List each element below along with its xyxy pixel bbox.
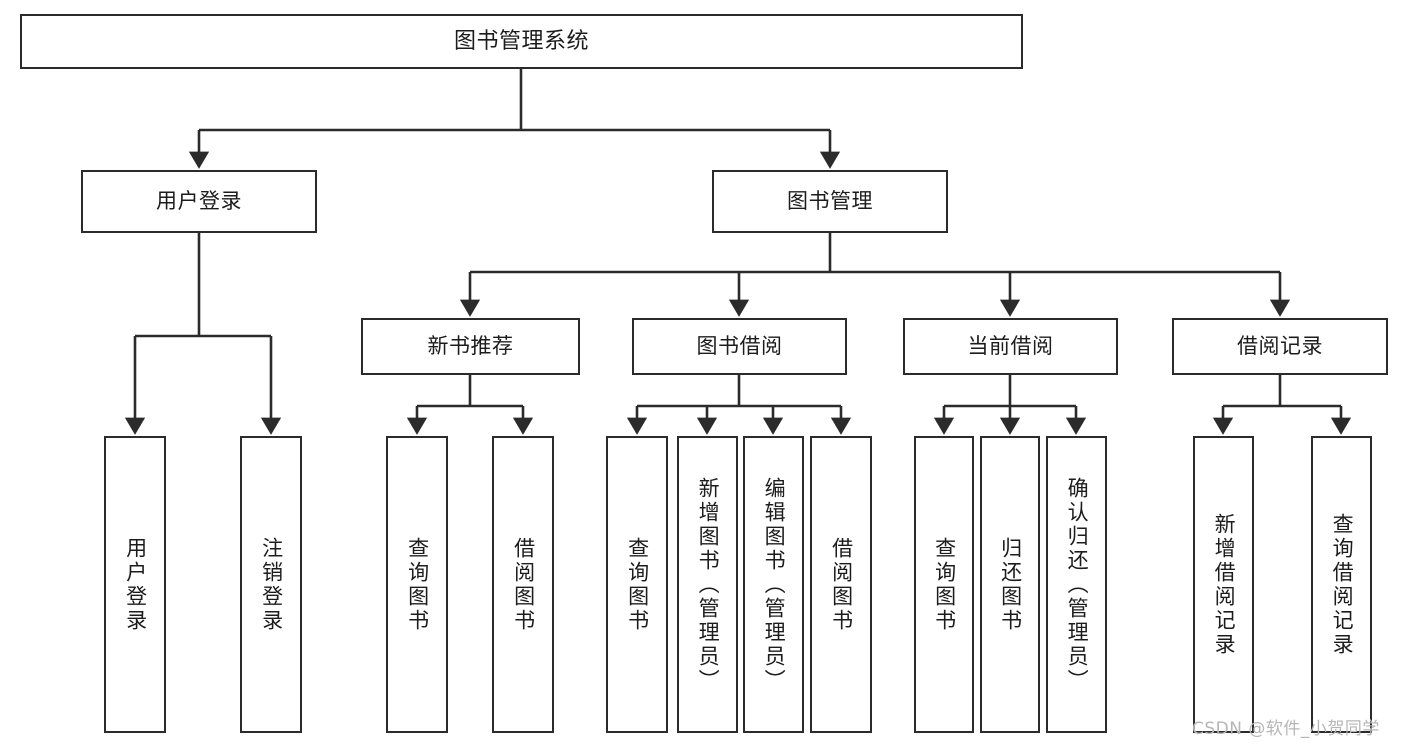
node-label: 借阅图书 (511, 536, 536, 633)
node-label: 归还图书 (998, 536, 1023, 633)
leaf-add-book-admin[interactable]: 新增图书（管理员） (677, 436, 738, 733)
node-book-manage[interactable]: 图书管理 (712, 170, 948, 233)
node-new-book-recommend[interactable]: 新书推荐 (361, 318, 580, 375)
node-label: 当前借阅 (967, 334, 1054, 358)
node-borrow-record[interactable]: 借阅记录 (1172, 318, 1388, 375)
node-label: 新增图书（管理员） (696, 476, 721, 693)
leaf-edit-book-admin[interactable]: 编辑图书（管理员） (743, 436, 804, 733)
node-label: 用户登录 (123, 536, 148, 633)
node-label: 查询图书 (932, 536, 957, 633)
node-label: 确认归还（管理员） (1065, 476, 1090, 693)
node-current-borrow[interactable]: 当前借阅 (903, 318, 1118, 375)
leaf-user-login[interactable]: 用户登录 (104, 436, 166, 733)
node-label: 新增借阅记录 (1212, 512, 1237, 657)
node-label: 注销登录 (259, 536, 284, 633)
node-label: 查询图书 (625, 536, 650, 633)
node-label: 用户登录 (156, 189, 242, 213)
leaf-logout-login[interactable]: 注销登录 (240, 436, 302, 733)
node-label: 图书借阅 (696, 334, 783, 358)
node-label: 查询借阅记录 (1330, 512, 1355, 657)
node-root-book-management-system[interactable]: 图书管理系统 (20, 14, 1023, 69)
leaf-query-book-borrow[interactable]: 查询图书 (606, 436, 668, 733)
leaf-confirm-return-admin[interactable]: 确认归还（管理员） (1046, 436, 1107, 733)
node-user-login[interactable]: 用户登录 (81, 170, 317, 233)
leaf-borrow-book-recommend[interactable]: 借阅图书 (492, 436, 554, 733)
leaf-return-book[interactable]: 归还图书 (980, 436, 1040, 733)
node-label: 图书管理系统 (453, 28, 589, 54)
node-book-borrow[interactable]: 图书借阅 (632, 318, 847, 375)
node-label: 编辑图书（管理员） (762, 476, 787, 693)
node-label: 查询图书 (405, 536, 430, 633)
leaf-query-book-recommend[interactable]: 查询图书 (386, 436, 448, 733)
node-label: 借阅图书 (829, 536, 854, 633)
leaf-query-borrow-record[interactable]: 查询借阅记录 (1311, 436, 1372, 733)
node-label: 新书推荐 (427, 334, 514, 358)
node-label: 借阅记录 (1237, 334, 1323, 358)
leaf-query-book-current[interactable]: 查询图书 (914, 436, 974, 733)
leaf-borrow-book-borrow[interactable]: 借阅图书 (810, 436, 872, 733)
leaf-add-borrow-record[interactable]: 新增借阅记录 (1193, 436, 1254, 733)
node-label: 图书管理 (787, 189, 873, 213)
